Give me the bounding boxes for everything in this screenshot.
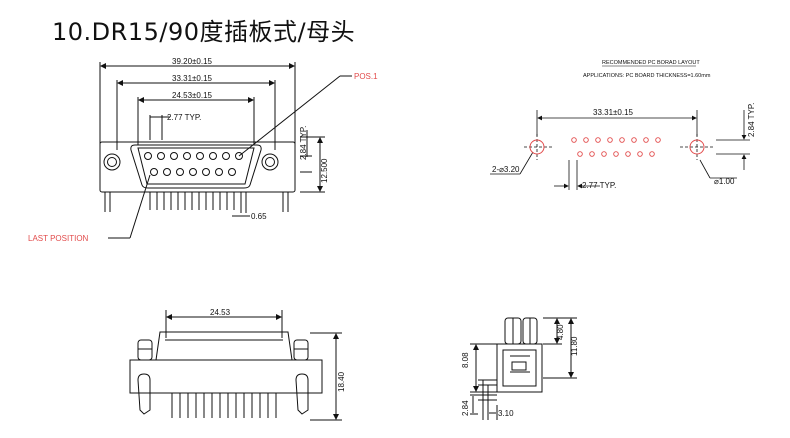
side-view <box>470 317 577 420</box>
pcb-dim-row-pitch: 2.84 TYP. <box>747 103 756 137</box>
bottom-pin-legs <box>171 393 277 418</box>
front-view-labels: 39.20±0.15 33.31±0.15 24.53±0.15 2.77 TY… <box>28 57 378 243</box>
pcb-layout-view: RECOMMENDED PC BORAD LAYOUT APPLICATIONS… <box>490 60 756 190</box>
callout-last-position: LAST POSITION <box>28 234 89 243</box>
side-view-labels: 4.80 11.80 8.08 2.84 3.10 <box>461 324 579 418</box>
pcb-layout-heading: RECOMMENDED PC BORAD LAYOUT <box>602 60 700 66</box>
pcb-pad-row-1 <box>571 137 661 143</box>
side-dim-a: 4.80 <box>556 324 565 340</box>
bottom-dim-height: 18.40 <box>337 371 346 392</box>
front-pin-row-1 <box>144 152 243 160</box>
dim-overall-width: 39.20±0.15 <box>172 57 213 66</box>
side-dim-e: 3.10 <box>498 409 514 418</box>
side-dim-b: 11.80 <box>570 336 579 356</box>
callout-pos1: POS.1 <box>354 72 378 81</box>
bottom-dim-width: 24.53 <box>210 308 231 317</box>
side-dim-d: 2.84 <box>461 400 470 416</box>
pcb-dim-mount: 33.31±0.15 <box>593 108 634 117</box>
dim-mount-spacing: 33.31±0.15 <box>172 74 213 83</box>
pcb-dim-pitch: 2.77 TYP. <box>582 181 616 190</box>
pcb-pad-row-2 <box>577 151 655 157</box>
side-dim-c: 8.08 <box>461 352 470 368</box>
pcb-dim-hole-small: ⌀1.00 <box>714 177 735 186</box>
bottom-view <box>129 310 342 421</box>
front-view <box>99 62 352 239</box>
front-pin-legs <box>104 192 289 213</box>
pcb-dim-hole-large: 2-⌀3.20 <box>492 165 520 174</box>
dim-row-pitch: 2.84 TYP. <box>299 126 308 160</box>
page-title: 10.DR15/90度插板式/母头 <box>52 18 356 46</box>
bottom-view-labels: 24.53 18.40 <box>210 308 346 392</box>
dim-pin-pitch: 2.77 TYP. <box>167 113 201 122</box>
dim-shell-width: 24.53±0.15 <box>172 91 213 100</box>
dim-pin-width: 0.65 <box>251 212 267 221</box>
dim-height: 12.500 <box>320 158 329 183</box>
pcb-mount-hole-right <box>689 139 705 155</box>
front-pin-row-2 <box>150 168 236 176</box>
pcb-mount-hole-left <box>529 139 545 155</box>
pcb-layout-subheading: APPLICATIONS: PC BOARD THICKNESS=1.60mm <box>583 73 711 79</box>
